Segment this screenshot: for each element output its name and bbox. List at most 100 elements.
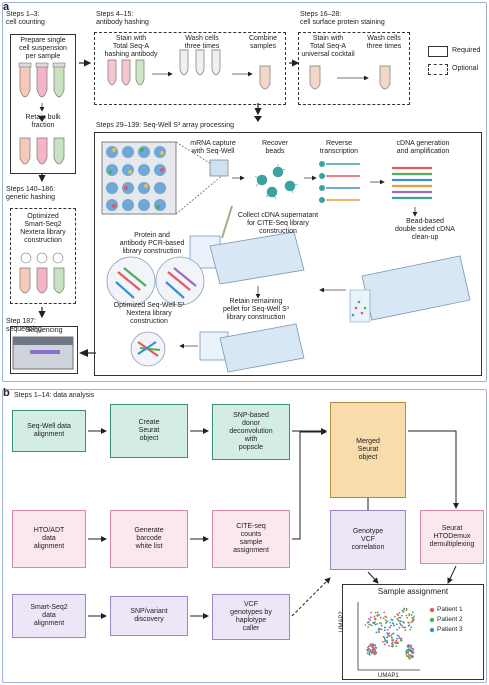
- umap-point: [407, 621, 410, 624]
- create-seurat-node: Create Seurat object: [110, 404, 188, 458]
- step2-stain-text: Stain with Total Seq-A hashing antibody: [104, 35, 158, 58]
- umap-point: [369, 644, 372, 647]
- step6-header: Step 187: sequencing: [6, 318, 42, 333]
- umap-point: [400, 637, 403, 640]
- umap-point: [388, 634, 391, 637]
- umap-point: [367, 621, 370, 624]
- step1-prepare-text: Prepare single cell suspension per sampl…: [19, 37, 67, 60]
- umap-point: [374, 623, 377, 626]
- umap-point: [379, 616, 382, 619]
- umap-point: [403, 607, 406, 610]
- umap-point: [371, 645, 374, 648]
- umap-point: [395, 645, 398, 648]
- umap-point: [411, 651, 413, 654]
- step2-combine-text: Combine samples: [248, 35, 277, 50]
- umap-point: [398, 611, 401, 614]
- panel-a: [2, 2, 487, 382]
- umap-point: [396, 634, 399, 637]
- umap-point: [366, 646, 369, 649]
- protein-library-icon: [106, 256, 205, 306]
- umap-point: [400, 614, 403, 617]
- umap-point: [383, 629, 386, 632]
- umap-point: [367, 648, 370, 651]
- umap-point: [408, 614, 411, 617]
- umap-point: [407, 652, 410, 654]
- umap-point: [374, 650, 377, 653]
- hashing-tubes-icon: [107, 49, 271, 90]
- step2-wash-text: Wash cells three times: [184, 35, 220, 50]
- umap-point: [364, 624, 367, 626]
- step5-header: Steps 140–186: genetic hashing: [6, 186, 56, 201]
- reverse-transcription-icon: [319, 161, 360, 203]
- plate-icon: [349, 255, 471, 323]
- cdna-text: cDNA generation and amplification: [396, 140, 450, 155]
- umap-point: [406, 616, 409, 619]
- umap-point: [377, 629, 380, 631]
- umap-point: [405, 607, 408, 610]
- nextera-library-icon: [130, 331, 166, 367]
- bead-text: Bead-based double sided cDNA clean-up: [395, 218, 455, 241]
- panel-b-header: Steps 1–14: data analysis: [14, 392, 95, 399]
- umap-point: [403, 621, 406, 624]
- smartseq-alignment-node: Smart-Seq2 data alignment: [12, 594, 86, 638]
- umap-point: [402, 610, 405, 613]
- smartseq-tubes-icon: [19, 252, 65, 294]
- umap-point: [396, 628, 399, 631]
- barcode-whitelist-node: Generate barcode white list: [110, 510, 188, 568]
- genotype-vcf-node: Genotype VCF correlation: [330, 510, 406, 570]
- umap-point: [404, 626, 407, 629]
- snp-donor-node: SNP-based donor deconvolution with popsc…: [212, 404, 290, 460]
- umap-point: [378, 621, 381, 624]
- umap-point: [388, 644, 391, 647]
- umap-point: [410, 646, 413, 649]
- hto-alignment-node: HTO/ADT data alignment: [12, 510, 86, 568]
- umap-point: [374, 618, 376, 621]
- umap-point: [383, 643, 386, 646]
- umap-point: [400, 620, 402, 623]
- umap-point: [410, 614, 413, 616]
- umap-point: [373, 621, 376, 624]
- umap-point: [388, 632, 391, 635]
- umap-point: [405, 614, 408, 617]
- legend-patient3: Patient 3: [437, 626, 463, 633]
- umap-point: [391, 633, 394, 635]
- umap-point: [382, 617, 385, 620]
- umap-point: [375, 652, 378, 654]
- umap-point: [380, 622, 383, 625]
- umap-point: [399, 616, 402, 619]
- umap-point: [385, 641, 388, 644]
- htodemux-node: Seurat HTODemux demultiplexing: [420, 510, 484, 564]
- panel-b-label: b: [3, 387, 10, 399]
- reverse-text: Reverse transcription: [319, 140, 359, 155]
- step1-retain-text: Retain bulk fraction: [25, 114, 61, 129]
- step3-wash-text: Wash cells three times: [366, 35, 402, 50]
- umap-point: [388, 626, 391, 629]
- umap-point: [367, 626, 370, 629]
- legend-dot-patient2: [429, 617, 435, 623]
- umap-point: [412, 619, 415, 622]
- umap-point: [375, 647, 378, 649]
- legend-required-label: Required: [452, 47, 481, 54]
- umap-point: [384, 619, 387, 621]
- umap-point: [396, 613, 399, 616]
- umap-point: [407, 655, 410, 658]
- step2-header: Steps 4–15: antibody hashing: [96, 11, 149, 26]
- umap-point: [396, 617, 399, 620]
- legend-patient2: Patient 2: [437, 616, 463, 623]
- umap-point: [390, 618, 393, 621]
- umap-point: [376, 611, 379, 614]
- sequencing-box: [10, 326, 78, 374]
- step5-box: [10, 208, 76, 304]
- umap-point: [375, 631, 378, 634]
- bulk-tubes-icon: [19, 137, 65, 165]
- umap-point: [405, 652, 408, 654]
- umap-point: [376, 614, 379, 616]
- umap-title: Sample assignment: [377, 587, 449, 596]
- step4-box: [94, 132, 482, 376]
- umap-point: [369, 643, 372, 646]
- merged-seurat-node: Merged Seurat object: [330, 402, 406, 498]
- umap-point: [370, 611, 372, 614]
- umap-point: [407, 624, 410, 627]
- umap-point: [398, 626, 401, 629]
